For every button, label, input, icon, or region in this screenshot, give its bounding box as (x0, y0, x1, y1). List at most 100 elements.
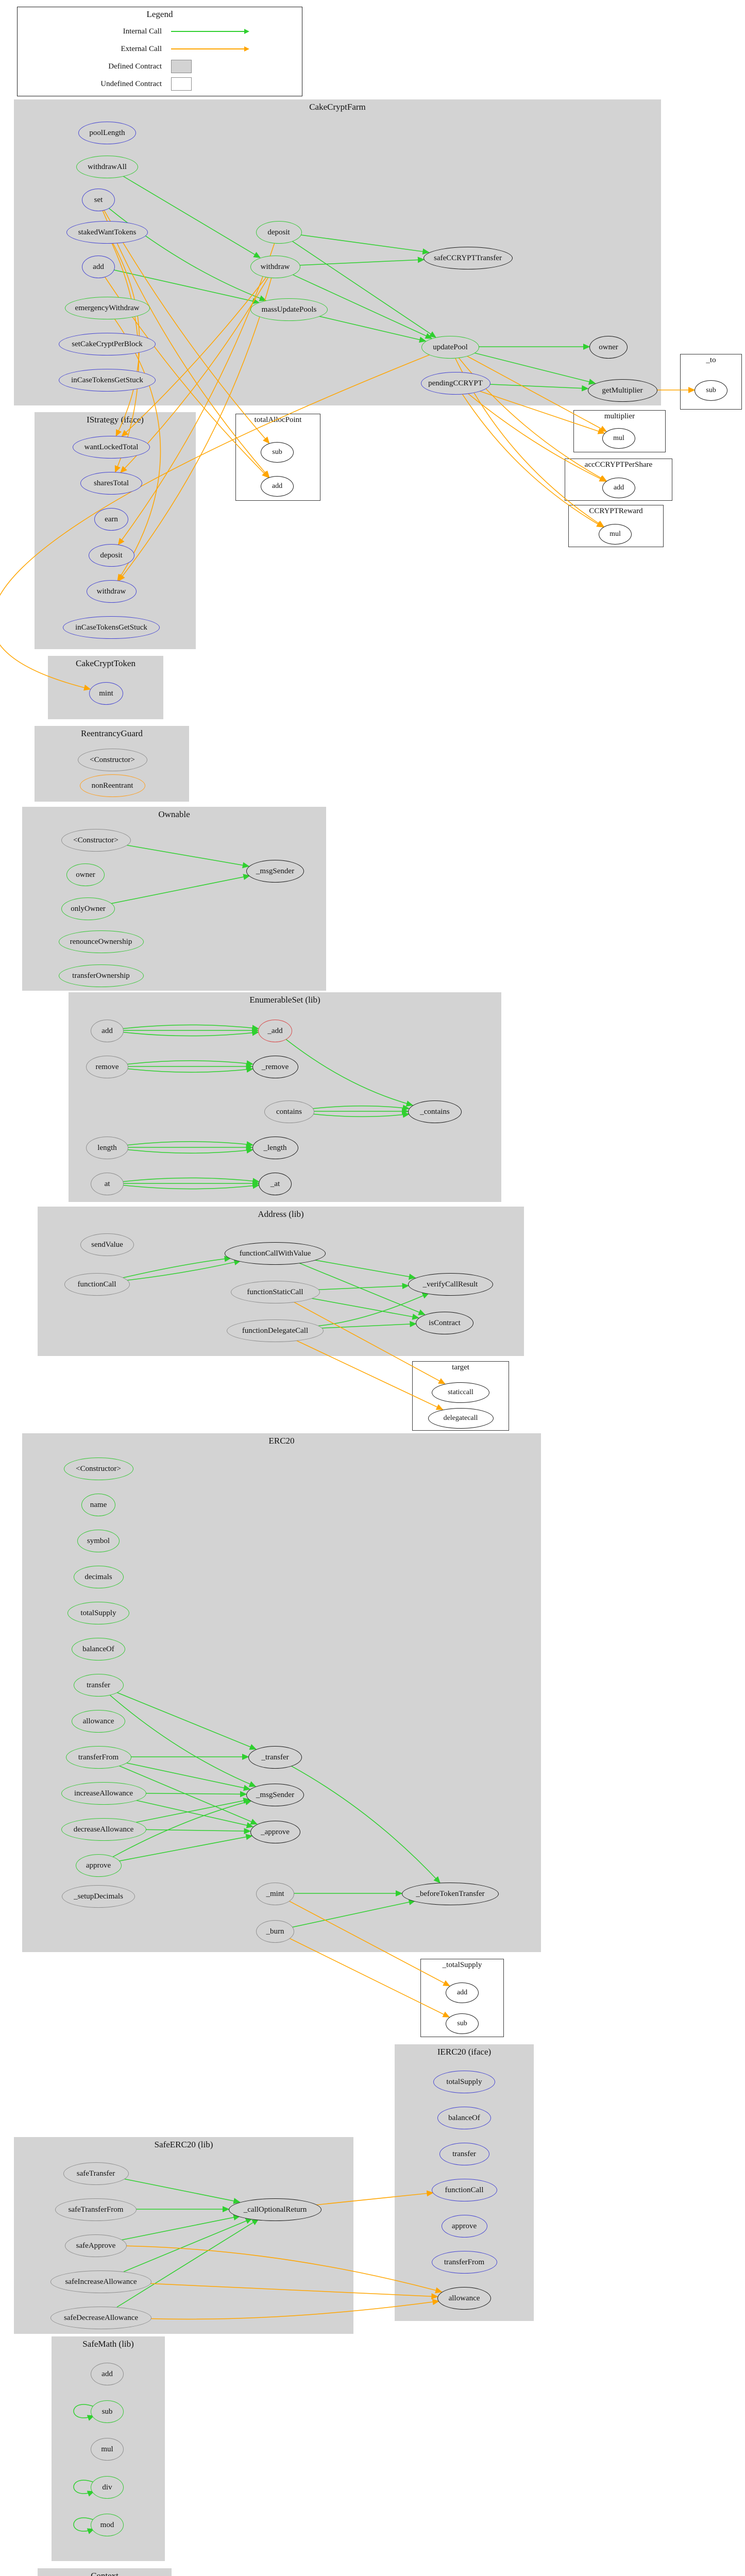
node-ow_owner: owner (66, 863, 105, 886)
node-sm_mod: mod (91, 2514, 124, 2536)
edge-erc__burn-ts_sub (289, 1937, 450, 2018)
edge-erc_decreaseAllowance-erc__approve (145, 1828, 251, 1835)
node-ierc_approve: approve (441, 2215, 487, 2238)
node-cf_getMultiplier: getMultiplier (587, 379, 657, 402)
node-ad_verify: _verifyCallResult (408, 1273, 493, 1296)
edge-erc_transfer-erc__transfer (115, 1691, 257, 1750)
edge-erc_approve-erc__approve (118, 1834, 253, 1862)
node-ierc_functionCall: functionCall (431, 2179, 497, 2201)
edge-cf_deposit-cf_safeCCRYPTTransfer (299, 234, 430, 255)
node-erc_ctor: <Constructor> (63, 1458, 133, 1480)
node-ccr_mul: mul (599, 524, 632, 545)
edge-cf_set-tap_add (101, 209, 270, 478)
edge-erc__transfer-erc__beforeTokenTransfer (290, 1765, 441, 1884)
edge-ad_functionCall-ad_fcwv (126, 1259, 242, 1281)
node-is_earn: earn (94, 508, 128, 531)
edge-ad_fsc-ad_isContract (310, 1297, 419, 1320)
node-is_inCaseTokensGetStuck: inCaseTokensGetStuck (63, 616, 160, 639)
edge-se_safeTransfer-se__callOptionalReturn (123, 2178, 241, 2204)
node-cf_deposit: deposit (256, 221, 302, 244)
edge-cf_withdraw-cf_updatePool (291, 274, 433, 339)
node-sm_sub: sub (91, 2400, 124, 2423)
edge-se_safeDecreaseAllowance-se__callOptionalReturn (116, 2218, 259, 2308)
node-cf_safeCCRYPTTransfer: safeCCRYPTTransfer (423, 247, 513, 269)
box-label: accCCRYPTPerShare (584, 461, 653, 469)
node-se_safeTransferFrom: safeTransferFrom (55, 2198, 137, 2221)
node-ow_transferOwnership: transferOwnership (58, 964, 144, 987)
edge-erc_transfer-erc__msgSender (109, 1694, 257, 1787)
node-ierc_allowance: allowance (437, 2287, 491, 2310)
node-cf_stakedWantTokens: stakedWantTokens (66, 221, 148, 244)
node-erc__msgSender: _msgSender (246, 1784, 304, 1806)
node-se_safeApprove: safeApprove (65, 2234, 127, 2257)
node-accps_add: add (602, 478, 635, 498)
edge-erc_increaseAllowance-erc__approve (134, 1800, 254, 1828)
node-se_safeDecreaseAllowance: safeDecreaseAllowance (50, 2307, 151, 2329)
node-erc__transfer: _transfer (248, 1746, 302, 1769)
node-cf_pendingCCRYPT: pendingCCRYPT (420, 372, 490, 395)
node-ad_sendValue: sendValue (80, 1233, 134, 1256)
edge-cf_updatePool-mult_mul (466, 355, 607, 432)
cluster-label: Context (91, 2571, 118, 2576)
node-es__contains: _contains (408, 1100, 462, 1123)
edge-ad_fsc-ad_verify (318, 1283, 410, 1291)
external-call-label: External Call (121, 44, 162, 53)
edge-erc_transferFrom-erc__msgSender (125, 1762, 251, 1791)
legend-row-undefined: Undefined Contract (18, 75, 302, 93)
edge-cf_withdrawAll-cf_withdraw (122, 175, 261, 258)
edge-es_at-es__at (122, 1177, 260, 1184)
edge-cf_deposit-cf_updatePool (291, 240, 437, 338)
edge-se__callOptionalReturn-ierc_functionCall (316, 2190, 434, 2206)
edge-sm_div-sm_div (73, 2480, 95, 2497)
box-label: target (452, 1363, 469, 1371)
edge-se_safeApprove-ierc_allowance (125, 2245, 443, 2294)
node-erc__burn: _burn (256, 1920, 294, 1943)
node-erc_allowance: allowance (72, 1710, 125, 1733)
box-label: _to (706, 356, 716, 364)
node-is_sharesTotal: sharesTotal (80, 472, 142, 495)
node-ad_functionCall: functionCall (64, 1273, 130, 1296)
edge-cf_withdraw-is_wantLockedTotal (121, 276, 267, 437)
edge-erc_transferFrom-erc__approve (117, 1765, 258, 1825)
node-es__add: _add (258, 1020, 292, 1042)
edge-cf_updatePool-cf_getMultiplier (473, 352, 596, 385)
node-erc__approve: _approve (250, 1821, 300, 1843)
node-ad_fcwv: functionCallWithValue (225, 1242, 326, 1265)
edge-cf_withdraw-is_withdraw (118, 277, 272, 582)
cluster-label: SafeMath (lib) (82, 2339, 134, 2349)
node-rg_nonReentrant: nonReentrant (79, 774, 145, 797)
node-sm_mul: mul (91, 2438, 124, 2461)
node-cf_withdrawAll: withdrawAll (76, 156, 138, 178)
cluster-label: IStrategy (iface) (87, 415, 144, 425)
edge-cf_pendingCCRYPT-mult_mul (478, 390, 605, 434)
cluster-label: ReentrancyGuard (81, 728, 143, 738)
cluster-label: SafeERC20 (lib) (154, 2140, 213, 2149)
edge-es_length-es__length (127, 1141, 254, 1147)
node-rg_ctor: <Constructor> (77, 749, 147, 771)
box-label: CCRYPTReward (589, 507, 643, 515)
node-erc_decimals: decimals (73, 1566, 124, 1588)
node-erc_totalSupply: totalSupply (67, 1602, 129, 1624)
node-es__length: _length (252, 1137, 298, 1159)
node-erc_decreaseAllowance: decreaseAllowance (61, 1818, 146, 1841)
edge-ad_fdc-tg_delegatecall (295, 1340, 444, 1410)
node-ow_onlyOwner: onlyOwner (61, 897, 115, 920)
node-cct_mint: mint (89, 682, 123, 705)
edge-es__add-es__contains (285, 1038, 414, 1107)
edge-ad_fdc-ad_isContract (321, 1321, 417, 1329)
edge-se_safeApprove-se__callOptionalReturn (122, 2214, 241, 2241)
edge-sm_mod-sm_mod (73, 2517, 95, 2534)
node-es__at: _at (259, 1173, 292, 1195)
node-erc_balanceOf: balanceOf (72, 1638, 125, 1660)
edge-ad_fsc-tg_staticcall (292, 1301, 446, 1384)
undefined-contract-swatch (171, 77, 192, 91)
node-cf_updatePool: updatePool (421, 336, 479, 359)
node-erc_increaseAllowance: increaseAllowance (61, 1782, 146, 1805)
node-erc_name: name (81, 1494, 115, 1516)
node-tap_sub: sub (261, 442, 294, 463)
undefined-contract-label: Undefined Contract (100, 79, 162, 88)
cluster-label: ERC20 (268, 1436, 295, 1446)
node-is_withdraw: withdraw (86, 580, 137, 603)
external-call-arrow-icon (171, 46, 249, 52)
